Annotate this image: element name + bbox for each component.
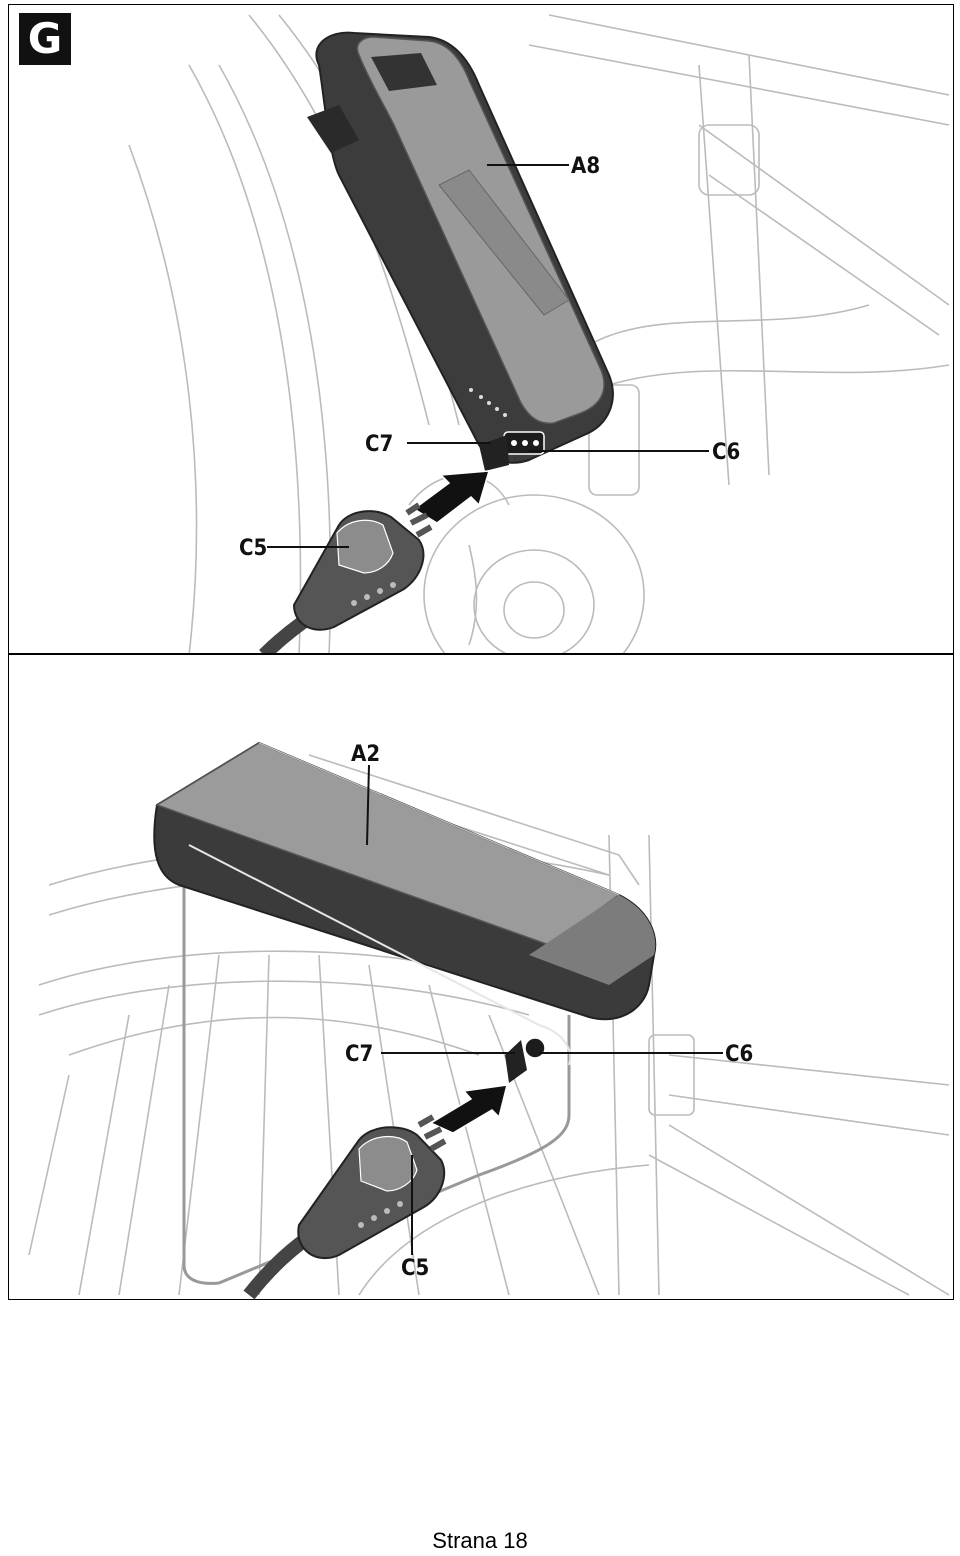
frame-battery-illustration: A8 C7 C6 C5 <box>128 14 950 653</box>
charger-plug <box>259 502 433 653</box>
figure-panel-frame-battery: G <box>8 4 954 654</box>
insert-direction-arrow <box>412 470 491 524</box>
callout-socket-label: C6 <box>712 440 740 465</box>
callout-battery-label: A8 <box>571 154 600 179</box>
figure-panel-rack-battery: A2 C7 C6 C5 <box>8 654 954 1300</box>
charging-socket-cover <box>505 1040 527 1083</box>
rack-battery-illustration: A2 C7 C6 C5 <box>28 741 950 1299</box>
callout-socket-cover-label: C7 <box>345 1042 373 1067</box>
callout-socket-cover-label: C7 <box>365 432 393 457</box>
callout-plug-label: C5 <box>239 536 267 561</box>
charge-level-indicator <box>469 388 507 417</box>
callout-socket-label: C6 <box>725 1042 753 1067</box>
insert-direction-arrow <box>429 1084 508 1134</box>
callout-battery-label: A2 <box>351 742 380 767</box>
figure-badge: G <box>19 13 71 65</box>
luggage-rack-frame <box>182 845 571 1285</box>
page-number: Strana 18 <box>432 1528 528 1553</box>
frame-battery-body <box>307 31 614 471</box>
charging-socket <box>524 1037 546 1059</box>
charger-plug <box>243 1114 447 1299</box>
callout-plug-label: C5 <box>401 1256 429 1281</box>
callout-leader-lines <box>267 164 709 548</box>
callout-leader-lines <box>366 764 723 1255</box>
rack-battery-body <box>153 741 657 1083</box>
